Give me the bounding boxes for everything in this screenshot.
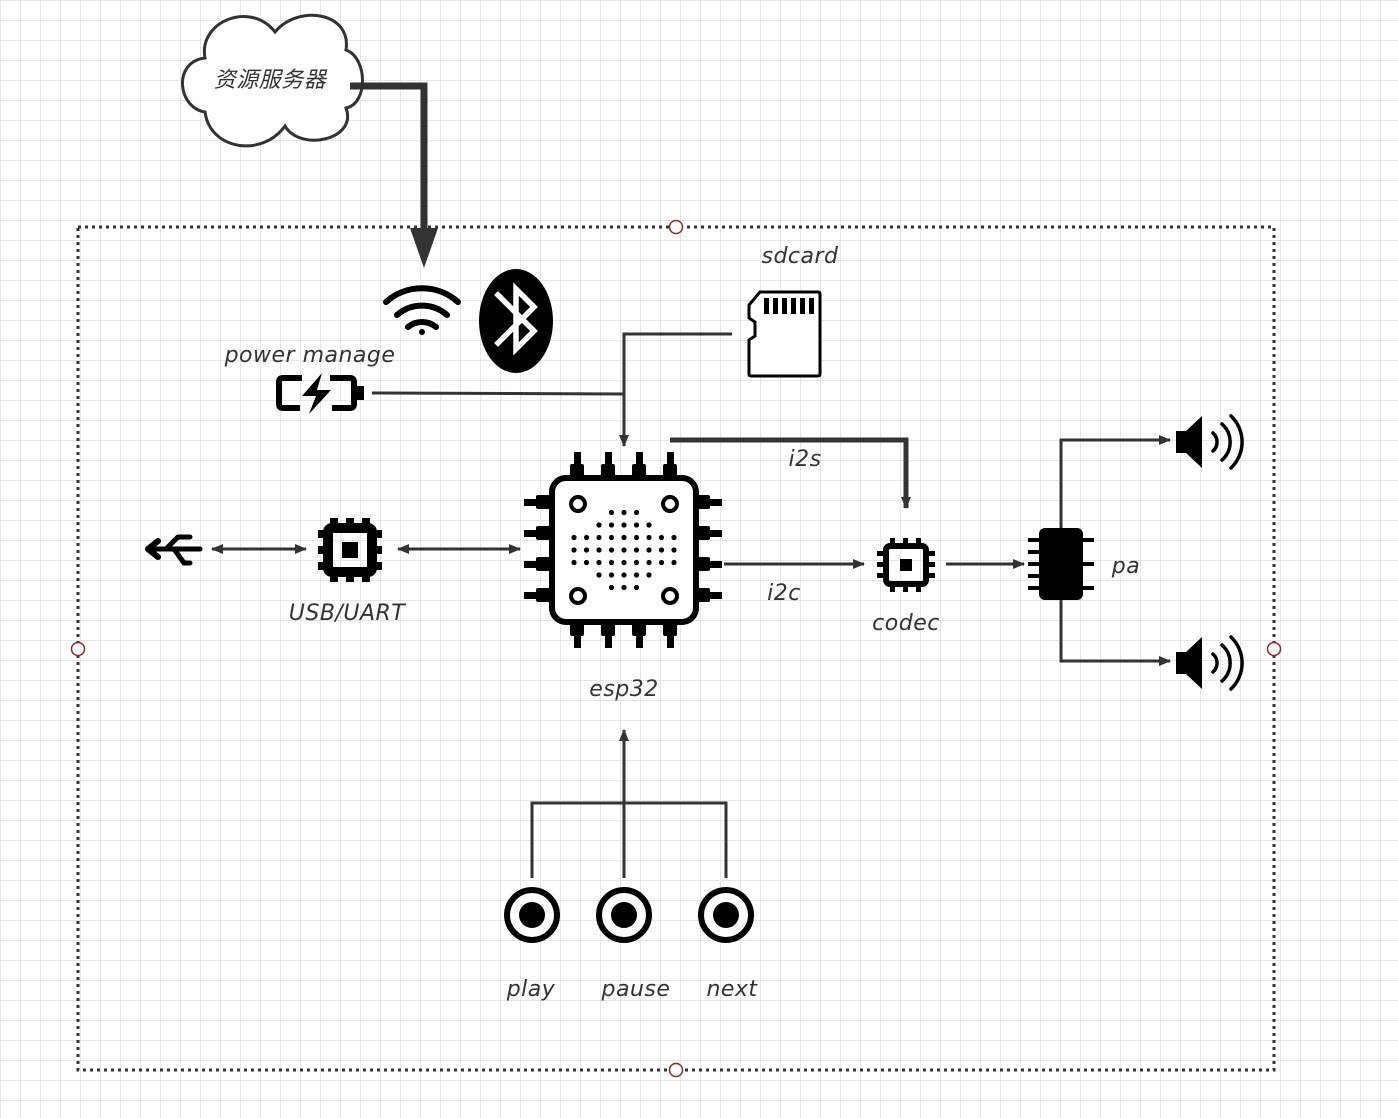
resize-handle-left[interactable]: [70, 641, 86, 657]
resize-handle-top[interactable]: [668, 219, 684, 235]
wifi-icon[interactable]: [383, 285, 461, 335]
i2s-connector[interactable]: [670, 437, 911, 509]
esp32-label: esp32: [589, 677, 658, 702]
usb-uart-chip-icon[interactable]: [318, 518, 382, 582]
pa-to-speaker-bottom-connector[interactable]: [1059, 600, 1171, 666]
pause-button-icon[interactable]: [596, 887, 652, 943]
esp32-left-pins: [524, 495, 550, 602]
cloud-to-wifi-arrowhead: [410, 228, 438, 268]
speaker-bottom-icon[interactable]: [1176, 635, 1244, 691]
sdcard-icon[interactable]: [747, 290, 822, 378]
buttons-bus-connector[interactable]: [530, 801, 728, 878]
i2c-label: i2c: [767, 581, 801, 606]
sdcard-to-esp32-connector[interactable]: [619, 332, 732, 447]
resource-server-cloud[interactable]: 资源服务器: [180, 13, 364, 148]
speaker-top-icon[interactable]: [1176, 414, 1244, 470]
power-to-esp32-connector[interactable]: [371, 391, 625, 396]
resize-handle-bottom[interactable]: [668, 1062, 684, 1078]
resize-handle-right[interactable]: [1266, 641, 1282, 657]
i2s-label: i2s: [788, 447, 821, 472]
cloud-label: 资源服务器: [214, 68, 328, 93]
cloud-shape: [180, 13, 364, 148]
play-button-icon[interactable]: [504, 887, 560, 943]
esp32-die-dots: [571, 509, 677, 591]
codec-chip-icon[interactable]: [877, 538, 935, 592]
next-label: next: [706, 977, 758, 1002]
battery-charging-icon[interactable]: [276, 373, 364, 414]
esp32-bottom-pins: [570, 622, 677, 648]
usb-uart-label: USB/UART: [289, 601, 407, 626]
esp32-top-pins: [570, 452, 677, 478]
usb-icon[interactable]: [145, 534, 203, 566]
bluetooth-icon[interactable]: [479, 269, 553, 373]
codec-label: codec: [872, 611, 940, 636]
power-manage-label: power manage: [224, 343, 396, 368]
pa-label: pa: [1111, 554, 1140, 579]
pause-label: pause: [601, 977, 671, 1002]
esp32-right-pins: [696, 495, 722, 602]
sdcard-label: sdcard: [761, 244, 839, 269]
cloud-to-wifi-connector[interactable]: [350, 82, 428, 232]
esp32-chip-icon[interactable]: [524, 452, 722, 648]
pa-chip-icon[interactable]: [1028, 528, 1094, 600]
pa-to-speaker-top-connector[interactable]: [1059, 435, 1171, 528]
play-label: play: [506, 977, 556, 1002]
next-button-icon[interactable]: [698, 887, 754, 943]
